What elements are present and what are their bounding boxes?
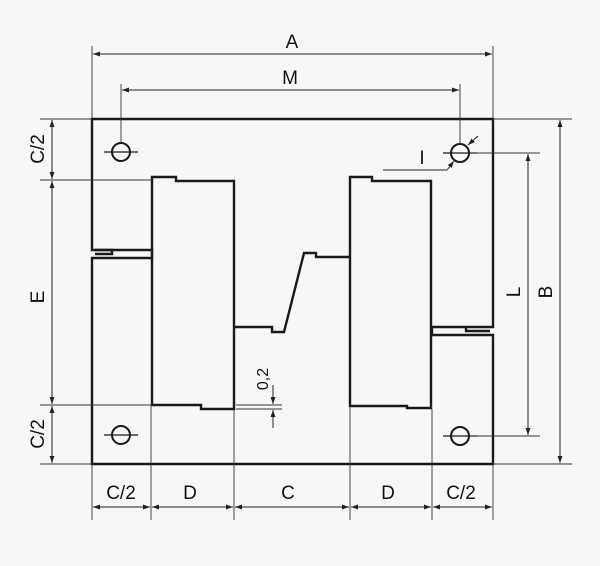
dimension-bottom-C: C: [235, 483, 349, 510]
label-bottom-D-left: D: [183, 483, 197, 504]
label-bottom-C: C: [281, 483, 295, 504]
hole-top-left: [104, 142, 138, 162]
label-bottom-D-right: D: [381, 483, 395, 504]
left-middle-tongue: [234, 251, 350, 334]
dimension-bottom-C-half-left: C/2: [93, 483, 150, 510]
left-core-notch: [95, 248, 114, 256]
label-I: I: [419, 148, 424, 169]
left-core-piece: [150, 175, 236, 411]
label-bottom-C-half-left: C/2: [106, 483, 136, 504]
label-C-half-top: C/2: [28, 134, 49, 164]
label-gap: 0,2: [255, 368, 272, 390]
dimension-C-half-top: C/2: [28, 120, 55, 179]
dimension-I: I: [383, 135, 479, 171]
dimension-bottom-C-half-right: C/2: [433, 483, 492, 510]
dimension-bottom-D-left: D: [152, 483, 233, 510]
label-E: E: [28, 291, 49, 304]
label-A: A: [286, 32, 299, 53]
label-M: M: [282, 68, 298, 89]
dimension-B: B: [493, 118, 572, 465]
label-L: L: [504, 287, 525, 298]
dimension-gap: 0,2: [236, 368, 282, 428]
dimension-bottom-extensions: [91, 406, 494, 520]
dimension-left-extensions: [40, 118, 152, 465]
hole-bottom-left: [104, 425, 138, 445]
dimension-E: E: [28, 181, 55, 404]
dimension-L: L: [470, 152, 540, 437]
right-core-piece: [348, 175, 433, 410]
dimension-M: M: [120, 68, 461, 144]
label-bottom-C-half-right: C/2: [446, 483, 476, 504]
right-core-notch: [464, 327, 490, 333]
dimension-bottom-D-right: D: [351, 483, 431, 510]
label-C-half-bottom: C/2: [28, 419, 49, 449]
dimension-C-half-bottom: C/2: [28, 406, 55, 463]
dimension-A: A: [91, 32, 494, 119]
label-B: B: [536, 286, 557, 299]
